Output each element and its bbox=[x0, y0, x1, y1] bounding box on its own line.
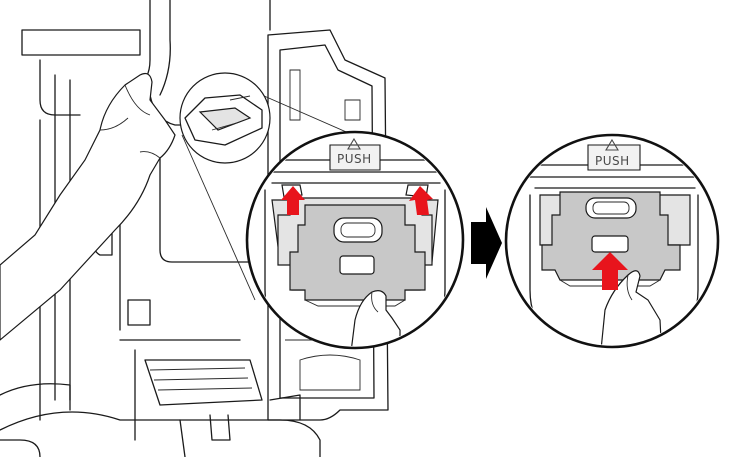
push-label-2: PUSH bbox=[595, 154, 630, 168]
arrow-up-icon bbox=[409, 186, 433, 215]
zoom-circle-step-2: PUSH bbox=[504, 133, 720, 349]
open-lid bbox=[267, 29, 389, 421]
push-label-1: PUSH bbox=[337, 152, 372, 166]
arrow-right-icon bbox=[471, 207, 502, 279]
zoom-callout bbox=[179, 72, 361, 301]
arrow-up-icon bbox=[592, 252, 628, 290]
arrow-up-icon bbox=[281, 186, 305, 215]
left-hand bbox=[0, 72, 176, 341]
triangle-up-icon bbox=[605, 138, 619, 151]
triangle-up-icon bbox=[347, 137, 361, 150]
zoom-circle-step-1: PUSH bbox=[245, 130, 465, 350]
